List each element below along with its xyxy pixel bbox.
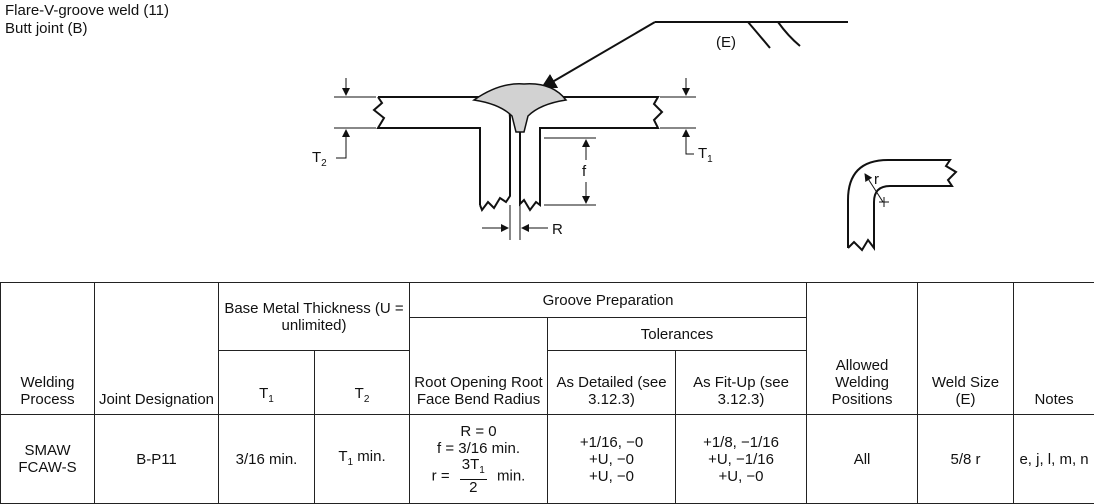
cell-root-opening: R = 0 f = 3/16 min. r = 3T1 2 min. xyxy=(409,414,549,504)
weld-size-label: (E) xyxy=(716,34,736,51)
joint-specification-table: Welding Process Joint Designation Base M… xyxy=(0,282,1094,504)
cell-t2: T1 min. xyxy=(313,414,411,504)
header-root-opening: Root Opening Root Face Bend Radius xyxy=(409,317,549,415)
weld-bead xyxy=(472,83,568,133)
t1-dimension xyxy=(660,78,696,155)
leader-arrow xyxy=(540,21,656,90)
header-as-fit-up: As Fit-Up (see 3.12.3) xyxy=(675,350,808,415)
caption-weld-type: Flare-V-groove weld (11) xyxy=(5,2,169,19)
cell-joint-designation: B-P11 xyxy=(94,414,219,504)
header-as-detailed: As Detailed (see 3.12.3) xyxy=(547,350,677,415)
flare-groove-symbol xyxy=(747,21,801,49)
header-allowed-positions: Allowed Welding Positions xyxy=(806,282,919,415)
root-gap xyxy=(482,205,548,240)
table-row: SMAW FCAW-S B-P11 3/16 min. T1 min. R = … xyxy=(0,414,1094,504)
root-face-dimension xyxy=(544,137,596,206)
header-groove-preparation: Groove Preparation xyxy=(409,282,808,318)
t2-label: T2 xyxy=(312,149,327,169)
caption-joint-type: Butt joint (B) xyxy=(5,20,88,37)
figure-caption: Flare-V-groove weld (11) Butt joint (B) xyxy=(5,2,169,38)
left-flange xyxy=(372,96,511,213)
t1-label: T1 xyxy=(698,145,713,165)
cell-t1: 3/16 min. xyxy=(218,414,315,504)
bend-radius-detail xyxy=(847,159,958,252)
root-opening-label: R xyxy=(552,221,563,238)
header-tolerances: Tolerances xyxy=(547,317,808,351)
cell-as-fit-up: +1/8, −1/16 +U, −1/16 +U, −0 xyxy=(675,414,808,504)
weld-symbol: (E) xyxy=(540,21,848,90)
cell-as-detailed: +1/16, −0 +U, −0 +U, −0 xyxy=(547,414,677,504)
header-weld-size: Weld Size (E) xyxy=(917,282,1015,415)
cell-weld-size: 5/8 r xyxy=(917,414,1015,504)
bend-radius-label: r xyxy=(874,171,879,188)
weld-joint-diagram: (E) R T2 T1 f xyxy=(312,21,958,252)
cell-notes: e, j, l, m, n xyxy=(1013,414,1094,504)
root-face-label: f xyxy=(582,163,587,180)
t2-dimension xyxy=(334,78,376,159)
header-base-metal-thickness: Base Metal Thickness (U = unlimited) xyxy=(217,282,411,351)
header-notes: Notes xyxy=(1013,282,1094,415)
header-t1: T1 xyxy=(218,350,315,415)
header-joint-designation: Joint Designation xyxy=(94,282,219,415)
header-welding-process: Welding Process xyxy=(0,282,95,415)
cell-allowed-positions: All xyxy=(806,414,919,504)
cell-welding-process: SMAW FCAW-S xyxy=(0,414,95,504)
bend-radius-fraction: 3T1 2 xyxy=(459,455,487,496)
right-flange xyxy=(519,96,664,212)
header-t2: T2 xyxy=(313,350,411,415)
